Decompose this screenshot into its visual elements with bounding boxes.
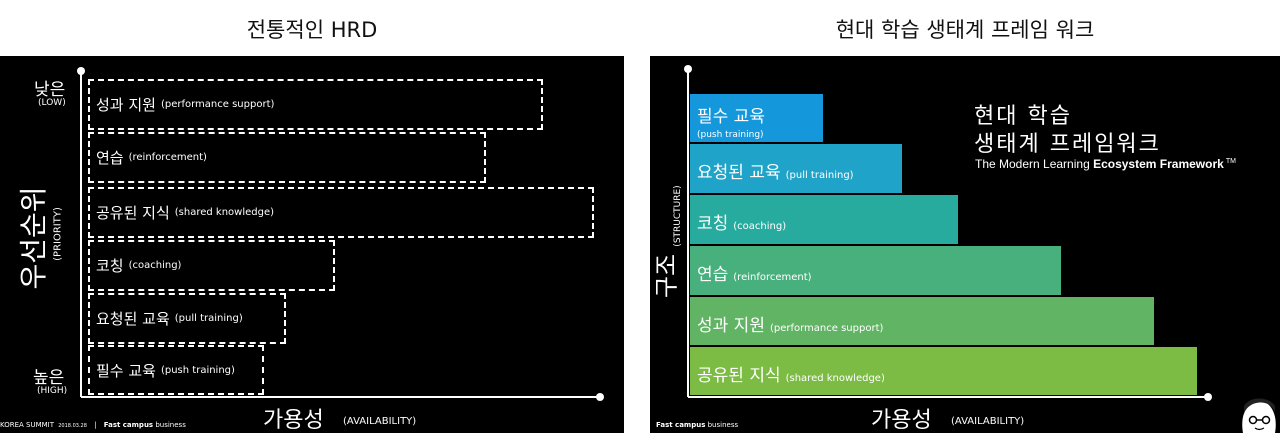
- bar-push-training: 필수 교육 (push training): [690, 94, 823, 142]
- summit-label: KOREA SUMMIT: [0, 421, 55, 429]
- brand-logo: Fast campus: [103, 421, 154, 429]
- x-axis-title-en: (AVAILABILITY): [343, 416, 417, 427]
- bar-label-en: (coaching): [733, 221, 787, 232]
- left-title: 전통적인 HRD: [246, 18, 378, 42]
- bar-performance-support: 성과 지원 (performance support): [690, 297, 1154, 345]
- traditional-hrd-diagram: 낮은 (LOW) 높은 (HIGH) 우선순위 (PRIORITY) 가용성 (…: [0, 56, 624, 433]
- brand-suffix: business: [707, 421, 739, 429]
- bar-label-en: (pull training): [785, 170, 854, 181]
- bar-label: 필수 교육: [96, 361, 156, 380]
- x-axis-title: 가용성: [263, 408, 324, 433]
- bar-coaching: 코칭 (coaching): [690, 195, 958, 244]
- right-axes: [684, 65, 1212, 401]
- bar-label: 연습: [697, 265, 729, 285]
- brand-suffix: business: [155, 421, 186, 429]
- subheading-bold: Ecosystem Framework: [1093, 157, 1224, 171]
- bar-label: 코칭: [96, 257, 124, 275]
- cartoon-face-icon: [1242, 398, 1276, 433]
- bar-label: 코칭: [697, 214, 729, 234]
- summit-date: 2018.03.28: [58, 423, 87, 429]
- bar-push-training: 필수 교육 (push training): [88, 345, 264, 395]
- bar-label: 성과 지원: [96, 96, 156, 114]
- bar-label: 공유된 지식: [697, 366, 781, 386]
- bar-shared-knowledge: 공유된 지식 (shared knowledge): [88, 187, 594, 238]
- bar-label-en: (performance support): [160, 99, 275, 110]
- y-axis-high-en: (HIGH): [37, 386, 68, 396]
- y-axis-low-label: 낮은: [34, 80, 66, 100]
- bar-label-en: (pull training): [174, 313, 243, 324]
- y-axis-title: 우선순위: [17, 186, 50, 290]
- framework-heading-line2: 생태계 프레임워크: [974, 132, 1161, 157]
- bar-coaching: 코칭 (coaching): [88, 240, 335, 291]
- bar-label-en: (coaching): [128, 260, 182, 271]
- bar-label: 연습: [96, 149, 124, 167]
- left-axes: [77, 67, 604, 401]
- bar-label: 성과 지원: [697, 316, 765, 336]
- bar-label-en: (push training): [160, 364, 235, 376]
- bar-label-en: (performance support): [769, 323, 884, 334]
- brand-logo: Fast campus: [656, 421, 706, 429]
- right-title: 현대 학습 생태계 프레임 워크: [835, 18, 1095, 42]
- trademark-mark: TM: [1225, 158, 1236, 165]
- bar-label-en: (shared knowledge): [785, 373, 885, 384]
- x-axis-end-dot: [596, 393, 604, 401]
- y-axis-end-dot: [77, 67, 85, 75]
- bar-label-en: (reinforcement): [733, 272, 812, 283]
- y-axis-high-label: 높은: [33, 368, 65, 388]
- left-footer: KOREA SUMMIT 2018.03.28 | Fast campus bu…: [0, 421, 186, 429]
- y-axis-title-en: (PRIORITY): [52, 207, 64, 261]
- bar-label: 요청된 교육: [96, 310, 170, 328]
- bar-pull-training: 요청된 교육 (pull training): [690, 144, 902, 193]
- y-axis-title-en: (STRUCTURE): [673, 185, 683, 247]
- bar-shared-knowledge: 공유된 지식 (shared knowledge): [690, 347, 1197, 395]
- bar-label-en: (reinforcement): [128, 152, 207, 163]
- right-footer: Fast campus business: [656, 421, 738, 429]
- bar-reinforcement: 연습 (reinforcement): [88, 132, 486, 183]
- bar-label: 필수 교육: [697, 107, 765, 127]
- bar-label-en: (push training): [697, 130, 764, 140]
- bar-label-en: (shared knowledge): [174, 207, 275, 218]
- modern-learning-ecosystem-diagram: 구조 (STRUCTURE) 가용성 (AVAILABILITY) 필수 교육 …: [650, 56, 1280, 433]
- y-axis-low-en: (LOW): [38, 98, 66, 108]
- bar-reinforcement: 연습 (reinforcement): [690, 246, 1061, 295]
- x-axis-end-dot: [1204, 393, 1212, 401]
- y-axis-end-dot: [684, 65, 692, 73]
- y-axis-title: 구조: [652, 253, 681, 299]
- bar-performance-support: 성과 지원 (performance support): [88, 79, 543, 130]
- bar-label: 공유된 지식: [96, 204, 170, 222]
- framework-heading-line1: 현대 학습: [974, 104, 1072, 129]
- bar-pull-training: 요청된 교육 (pull training): [88, 293, 286, 344]
- x-axis-title-en: (AVAILABILITY): [951, 416, 1025, 427]
- x-axis-title: 가용성: [871, 408, 932, 433]
- subheading-plain: The Modern Learning: [975, 157, 1094, 171]
- bar-label: 요청된 교육: [697, 163, 781, 183]
